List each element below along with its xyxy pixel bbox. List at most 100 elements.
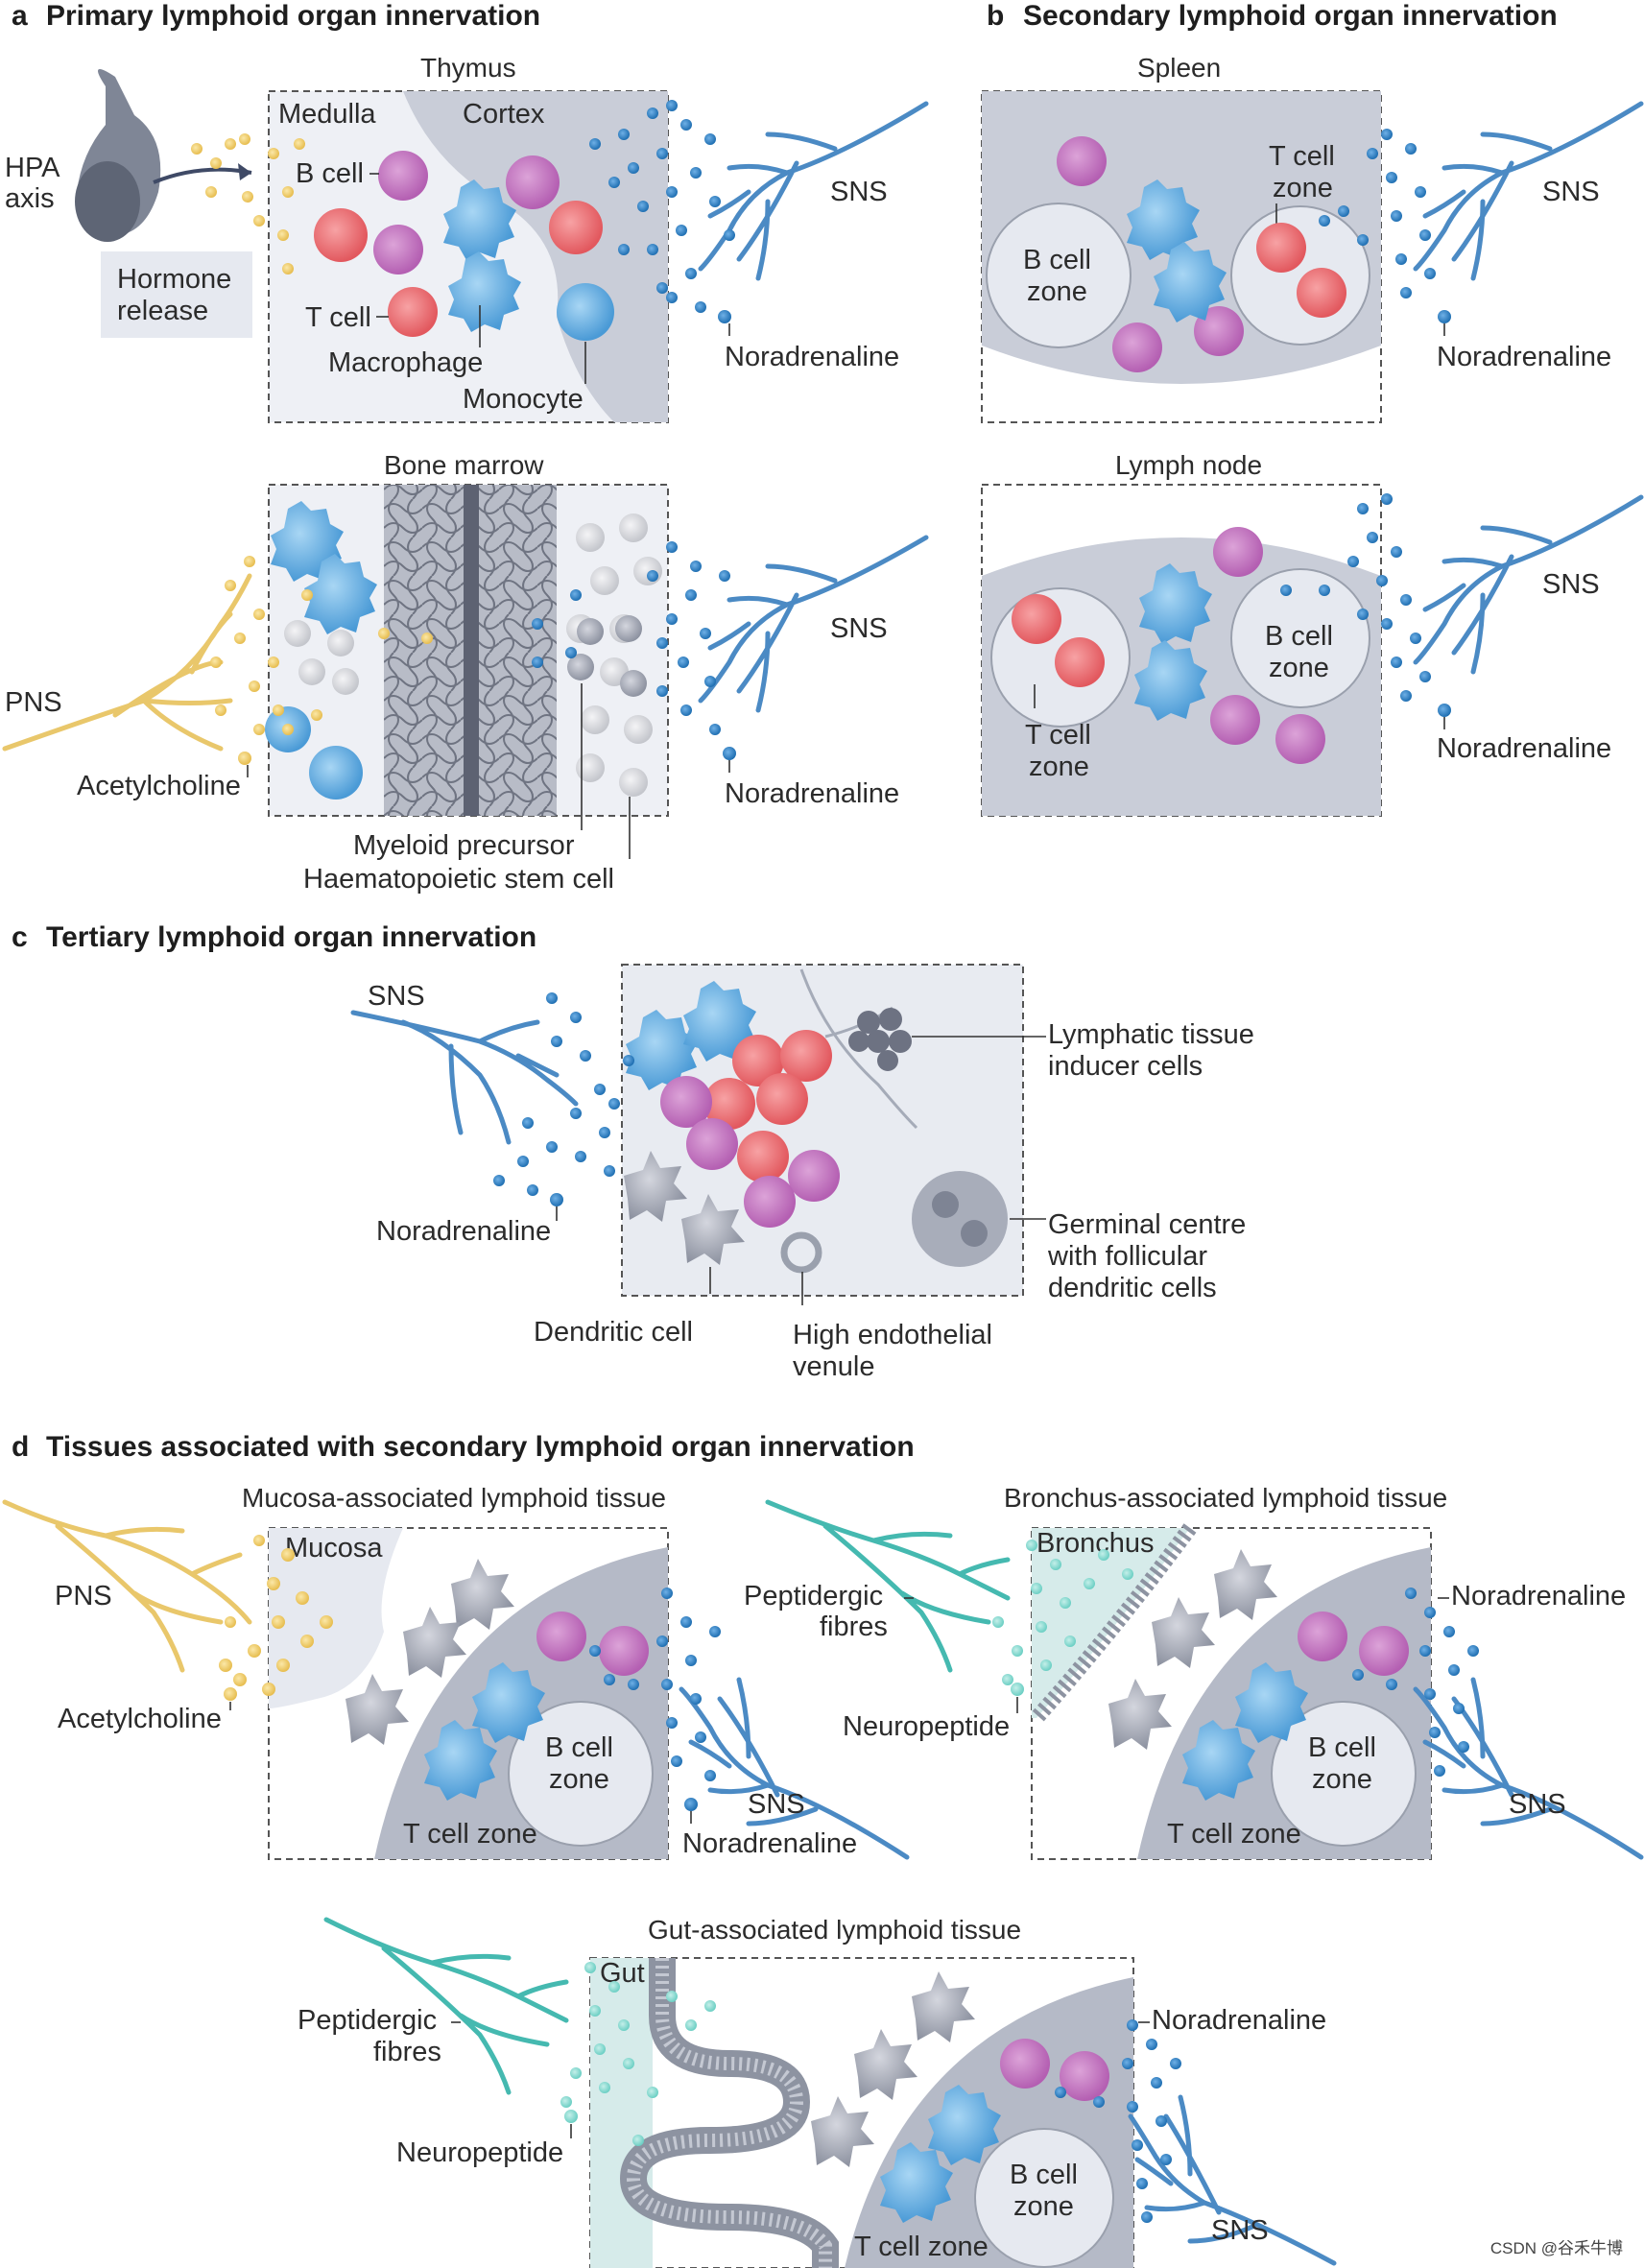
hpa-label-line2: axis xyxy=(5,183,55,214)
malt-macrophage xyxy=(424,1720,497,1801)
balt-peptidergic-line1: Peptidergic xyxy=(744,1581,883,1611)
spleen-macrophage xyxy=(1127,179,1200,260)
malt-dendritic-cell xyxy=(345,1674,409,1745)
malt-diagram: Mucosa-associated lymphoid tissue Mucosa… xyxy=(2,1483,910,1860)
thymus-noradrenaline-dots xyxy=(589,100,735,323)
thymus-t-cell-label: T cell xyxy=(305,302,371,333)
galt-box xyxy=(589,1957,1134,2268)
balt-macrophage xyxy=(1182,1720,1255,1801)
lti-label-line2: inducer cells xyxy=(1048,1051,1203,1082)
galt-peptidergic-nerve xyxy=(323,1917,569,2095)
thymus-t-cell xyxy=(388,287,438,337)
tertiary-sns-label: SNS xyxy=(368,981,425,1012)
tertiary-t-cell xyxy=(780,1030,832,1082)
galt-neuropeptide-dots xyxy=(560,1962,716,2146)
gut-villi xyxy=(619,1958,839,2268)
follicular-dendritic-cell xyxy=(961,1220,988,1247)
galt-macrophage xyxy=(928,2085,1001,2165)
tertiary-b-cell xyxy=(788,1150,840,1202)
lti-cells-icon xyxy=(848,1008,912,1071)
bone-marrow-monocyte xyxy=(309,746,363,800)
bone-marrow-sns-nerve xyxy=(698,535,929,713)
lymph-node-b-cell xyxy=(1275,714,1325,764)
thymus-title: Thymus xyxy=(420,53,516,83)
lymph-node-b-cell xyxy=(1213,527,1263,577)
balt-b-cell-zone xyxy=(1271,1701,1417,1847)
thymus-t-cell xyxy=(314,208,368,262)
malt-acetylcholine-label: Acetylcholine xyxy=(58,1704,222,1734)
panel-c-letter: c xyxy=(12,921,28,953)
balt-peptidergic-line2: fibres xyxy=(820,1611,888,1642)
thymus-diagram: Thymus Medulla Cortex HPA axis Hormone r… xyxy=(5,53,929,423)
balt-noradrenaline-dots xyxy=(1352,1588,1479,1777)
lymph-node-b-zone-line2: zone xyxy=(1269,653,1329,683)
bone-marrow-noradrenaline-dots xyxy=(532,541,736,760)
dendritic-cell-icon xyxy=(681,1194,745,1265)
bone-marrow-diagram: Bone marrow PNS Acetylcholine xyxy=(2,450,929,895)
panel-a-title: Primary lymphoid organ innervation xyxy=(46,0,540,32)
malt-pns-label: PNS xyxy=(55,1581,112,1611)
tertiary-t-cell xyxy=(756,1073,808,1125)
tertiary-t-cell xyxy=(703,1078,755,1130)
malt-noradrenaline-dots xyxy=(589,1588,721,1811)
tertiary-noradrenaline-dots xyxy=(493,992,634,1206)
malt-b-zone-line2: zone xyxy=(549,1764,609,1795)
panel-d-letter: d xyxy=(12,1431,29,1463)
tertiary-lymphoid-diagram: c Tertiary lymphoid organ innervation xyxy=(12,921,1254,1382)
malt-dendritic-cell xyxy=(451,1559,514,1630)
thymus-t-cell xyxy=(549,201,603,254)
panel-d-title: Tissues associated with secondary lympho… xyxy=(46,1431,915,1463)
malt-b-zone-line1: B cell xyxy=(545,1732,613,1763)
panel-b-title: Secondary lymphoid organ innervation xyxy=(1023,0,1558,32)
spleen-b-cell-zone xyxy=(986,203,1132,348)
balt-neuropeptide-label: Neuropeptide xyxy=(843,1711,1010,1742)
balt-b-zone-line2: zone xyxy=(1312,1764,1372,1795)
gc-label-line3: dendritic cells xyxy=(1048,1273,1217,1303)
lymph-node-t-cell xyxy=(1055,637,1105,687)
spleen-t-zone-line1: T cell xyxy=(1269,141,1335,172)
germinal-centre xyxy=(912,1171,1008,1267)
dendritic-cell-icon xyxy=(624,1151,687,1222)
lti-label-line1: Lymphatic tissue xyxy=(1048,1019,1254,1050)
balt-b-cell xyxy=(1359,1626,1409,1676)
malt-title: Mucosa-associated lymphoid tissue xyxy=(242,1483,666,1513)
thymus-medulla-label: Medulla xyxy=(278,99,376,130)
galt-neuropeptide-label: Neuropeptide xyxy=(396,2137,563,2168)
lymph-node-b-zone-line1: B cell xyxy=(1265,621,1333,652)
thymus-monocyte xyxy=(557,283,614,341)
hormone-arrowhead-icon xyxy=(238,163,251,180)
tertiary-b-cell xyxy=(686,1118,738,1170)
spleen-noradrenaline-label: Noradrenaline xyxy=(1437,342,1611,372)
lymph-node-sns-label: SNS xyxy=(1542,569,1600,600)
spleen-b-zone-line1: B cell xyxy=(1023,245,1091,275)
thymus-macrophage xyxy=(443,179,516,260)
lymph-node-macrophage xyxy=(1139,563,1212,644)
acetylcholine-dots xyxy=(210,556,433,765)
thymus-macrophage xyxy=(448,251,521,332)
balt-neuropeptide-dots xyxy=(992,1540,1133,1696)
hormone-dots xyxy=(191,133,305,275)
bronchus-label: Bronchus xyxy=(1036,1528,1155,1559)
spleen-t-zone-line2: zone xyxy=(1273,173,1333,203)
thymus-cortex-label: Cortex xyxy=(463,99,545,130)
galt-sns-nerve xyxy=(1128,2094,1337,2266)
malt-t-zone-label: T cell zone xyxy=(403,1819,537,1850)
malt-dendritic-cell xyxy=(403,1607,466,1678)
lymph-node-t-zone-line2: zone xyxy=(1029,752,1089,782)
balt-noradrenaline-label: Noradrenaline xyxy=(1451,1581,1626,1611)
hpa-label-line1: HPA xyxy=(5,153,60,183)
galt-diagram: Gut-associated lymphoid tissue Gut B cel… xyxy=(298,1915,1337,2268)
hormone-release-box xyxy=(101,251,252,338)
bone-marrow-macrophage xyxy=(304,554,377,634)
hev-label-line1: High endothelial xyxy=(793,1320,992,1350)
gut-lumen-region xyxy=(590,1958,653,2268)
acetylcholine-label: Acetylcholine xyxy=(77,771,241,801)
bone-marrow-noradrenaline-label: Noradrenaline xyxy=(725,778,899,809)
balt-diagram: Bronchus-associated lymphoid tissue Bron… xyxy=(744,1483,1644,1860)
spleen-macrophage xyxy=(1154,242,1227,322)
balt-peptidergic-nerve xyxy=(765,1499,1011,1673)
mucosa-label: Mucosa xyxy=(285,1533,383,1564)
bronchus-epithelium xyxy=(1031,1523,1197,1724)
mucosa-region xyxy=(269,1528,403,1708)
